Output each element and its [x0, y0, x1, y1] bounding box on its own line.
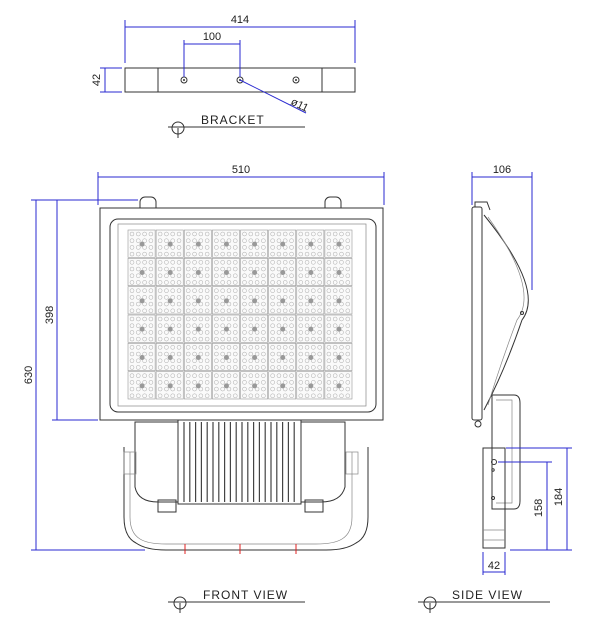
view-title-side: SIDE VIEW [418, 588, 550, 613]
view-title-text: SIDE VIEW [452, 588, 523, 602]
dimension-hole-diameter: ø11 [239, 79, 311, 115]
front-view: 510 398 630 FRONT VIEW [23, 164, 385, 613]
led-module [212, 371, 240, 400]
led-module [296, 286, 325, 315]
side-bracket-arm [482, 447, 506, 549]
led-module [296, 343, 325, 371]
led-module [155, 343, 184, 371]
led-module [324, 286, 353, 315]
reflector-curve [483, 214, 529, 411]
led-module [212, 343, 240, 371]
led-module [268, 314, 297, 343]
led-module [127, 286, 156, 315]
led-module [212, 229, 240, 258]
dim-label: 414 [231, 14, 249, 26]
dimension-630: 630 [23, 199, 145, 551]
driver-housing [134, 419, 346, 513]
view-title-text: FRONT VIEW [203, 588, 288, 602]
led-panel [127, 229, 353, 400]
dim-label: 42 [91, 74, 103, 86]
led-module [183, 258, 212, 286]
led-module [155, 258, 184, 286]
view-title-text: BRACKET [201, 113, 265, 127]
led-module [296, 258, 325, 286]
led-module [212, 314, 240, 343]
led-module [212, 258, 240, 286]
led-module [324, 314, 353, 343]
led-module [183, 286, 212, 315]
led-module [183, 371, 212, 400]
led-module [127, 371, 156, 400]
led-module [240, 258, 268, 286]
led-module [127, 314, 156, 343]
led-module [127, 343, 156, 371]
led-module [324, 229, 353, 258]
led-module [324, 371, 353, 400]
led-module [155, 314, 184, 343]
dim-label: 42 [488, 560, 500, 572]
led-module [183, 343, 212, 371]
dim-label: ø11 [289, 96, 311, 115]
dim-label: 106 [493, 164, 511, 176]
led-module [324, 258, 353, 286]
dimension-158: 158 [498, 461, 552, 550]
led-module [296, 314, 325, 343]
led-module [127, 229, 156, 258]
dimension-184: 184 [506, 447, 572, 551]
led-module [155, 286, 184, 315]
led-module [296, 371, 325, 400]
dimension-398: 398 [44, 199, 138, 421]
dimension-42-side: 42 [482, 552, 506, 575]
led-module [155, 229, 184, 258]
dim-label: 184 [553, 488, 565, 506]
led-module [268, 343, 297, 371]
led-module [127, 258, 156, 286]
led-module [296, 229, 325, 258]
led-module [240, 229, 268, 258]
led-module [268, 371, 297, 400]
led-module [268, 258, 297, 286]
dim-label: 510 [232, 164, 250, 176]
dim-label: 398 [44, 306, 56, 324]
led-module [324, 343, 353, 371]
led-module [240, 371, 268, 400]
view-title-front: FRONT VIEW [168, 588, 305, 613]
led-module [240, 343, 268, 371]
dimension-42-bracket: 42 [91, 67, 122, 93]
view-title-bracket: BRACKET [168, 113, 305, 138]
led-module [212, 286, 240, 315]
led-module [183, 229, 212, 258]
dim-label: 158 [533, 499, 545, 517]
dimension-106: 106 [471, 164, 533, 290]
led-module [155, 371, 184, 400]
side-view: 106 158 184 42 SIDE VIEW [418, 164, 572, 613]
led-module [240, 286, 268, 315]
dim-label: 100 [203, 31, 221, 43]
dimension-414: 414 [124, 14, 356, 63]
bracket-view: 414 100 42 ø11 BRACKET [91, 14, 356, 138]
dimension-100: 100 [183, 31, 241, 77]
led-module [268, 286, 297, 315]
led-module [240, 314, 268, 343]
led-module [183, 314, 212, 343]
led-module [268, 229, 297, 258]
mounting-bracket-u [123, 447, 369, 554]
dim-label: 630 [23, 366, 35, 384]
